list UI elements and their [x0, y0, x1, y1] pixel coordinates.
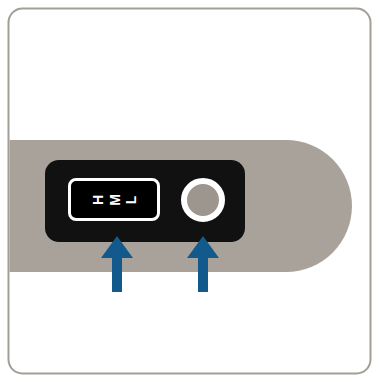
device-body	[10, 140, 352, 272]
control-panel	[45, 160, 245, 242]
selector-switch: HML	[68, 178, 160, 221]
switch-label: H	[91, 194, 105, 204]
arrow	[101, 236, 133, 292]
button	[184, 181, 222, 219]
switch-label: L	[124, 195, 138, 204]
switch-label: M	[108, 194, 122, 206]
arrow	[187, 236, 219, 292]
frame	[9, 9, 371, 374]
